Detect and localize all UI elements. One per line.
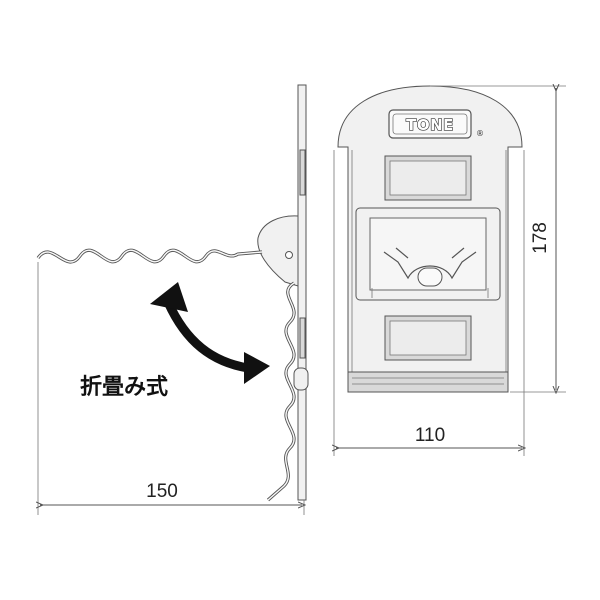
- brand-logo-plate: [388, 109, 472, 139]
- side-wall-plate: [297, 84, 307, 501]
- front-width-dimension: 110: [334, 150, 524, 456]
- brand-registered-mark: ®: [476, 129, 484, 138]
- brand-logo: TONE: [406, 116, 454, 134]
- side-width-dimension: 150: [38, 262, 304, 515]
- front-height-label: 178: [530, 222, 551, 254]
- front-width-label: 110: [415, 425, 445, 446]
- side-view: [36, 84, 309, 502]
- holder-clip: [383, 251, 477, 280]
- feature-label: 折畳み式: [80, 375, 168, 400]
- front-view: TONE ®: [337, 85, 523, 393]
- hinge-bracket: [257, 215, 299, 287]
- side-clip: [293, 367, 309, 391]
- side-width-label: 150: [146, 481, 178, 502]
- front-height-dimension: 178: [430, 86, 566, 392]
- vertical-wave-tray: [266, 281, 296, 502]
- hinge-pin: [285, 251, 293, 259]
- front-base: [347, 371, 509, 393]
- fold-arrow: [150, 282, 270, 384]
